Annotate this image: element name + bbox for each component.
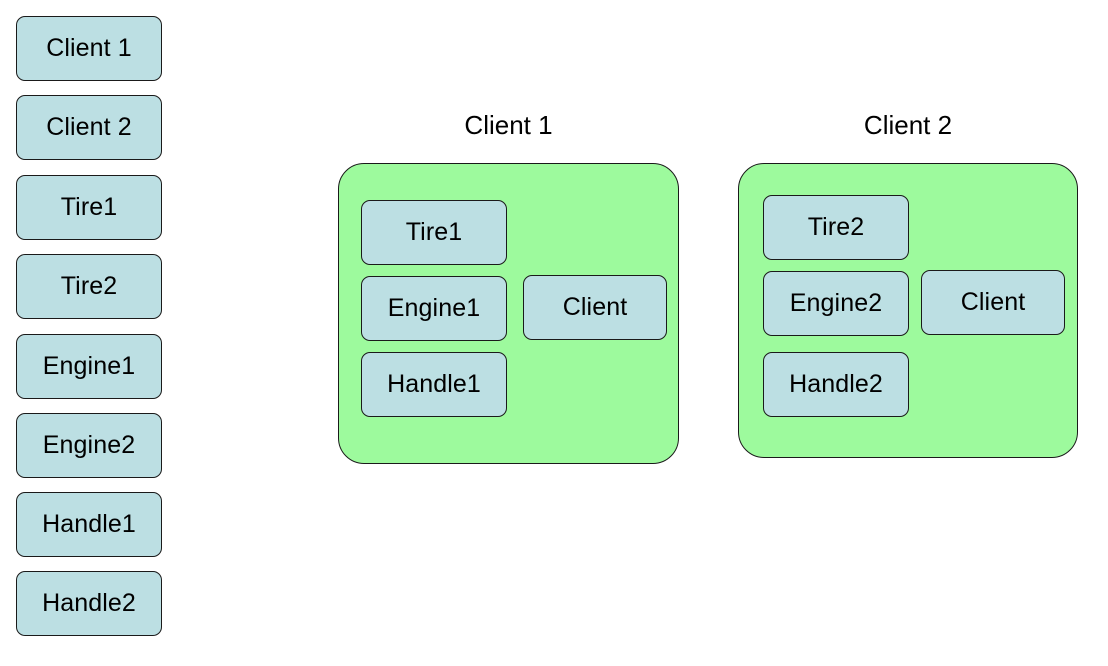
- node-label: Engine1: [387, 294, 481, 322]
- palette-item-label: Tire1: [60, 193, 118, 221]
- palette-item-engine2[interactable]: Engine2: [16, 413, 162, 478]
- palette-item-tire1[interactable]: Tire1: [16, 175, 162, 240]
- node-label: Tire2: [807, 213, 865, 241]
- group2-node-handle2[interactable]: Handle2: [763, 352, 909, 417]
- group1-node-handle1[interactable]: Handle1: [361, 352, 507, 417]
- palette-item-label: Client 1: [46, 34, 132, 62]
- palette-item-engine1[interactable]: Engine1: [16, 334, 162, 399]
- group2-node-engine2[interactable]: Engine2: [763, 271, 909, 336]
- palette-item-label: Handle1: [42, 510, 136, 538]
- group1-node-tire1[interactable]: Tire1: [361, 200, 507, 265]
- palette-item-label: Engine2: [42, 431, 136, 459]
- group-container-client-1[interactable]: Tire1 Engine1 Handle1 Client: [338, 163, 679, 464]
- group-title-client-1: Client 1: [464, 110, 553, 140]
- palette-item-label: Client 2: [46, 113, 132, 141]
- palette-item-label: Handle2: [42, 589, 136, 617]
- palette-item-client-1[interactable]: Client 1: [16, 16, 162, 81]
- palette-item-handle2[interactable]: Handle2: [16, 571, 162, 636]
- node-label: Handle2: [789, 370, 883, 398]
- component-palette: Client 1 Client 2 Tire1 Tire2 Engine1 En…: [0, 0, 180, 666]
- palette-item-tire2[interactable]: Tire2: [16, 254, 162, 319]
- palette-item-handle1[interactable]: Handle1: [16, 492, 162, 557]
- node-label: Tire1: [405, 218, 463, 246]
- node-label: Handle1: [387, 370, 481, 398]
- group1-node-engine1[interactable]: Engine1: [361, 276, 507, 341]
- palette-item-label: Engine1: [42, 352, 136, 380]
- node-label: Engine2: [789, 289, 883, 317]
- group-container-client-2[interactable]: Tire2 Engine2 Handle2 Client: [738, 163, 1078, 458]
- group-title-client-2: Client 2: [863, 110, 953, 140]
- node-label: Client: [562, 293, 628, 321]
- group1-node-client[interactable]: Client: [523, 275, 667, 340]
- palette-item-client-2[interactable]: Client 2: [16, 95, 162, 160]
- group2-node-client[interactable]: Client: [921, 270, 1065, 335]
- palette-item-label: Tire2: [60, 272, 118, 300]
- group2-node-tire2[interactable]: Tire2: [763, 195, 909, 260]
- node-label: Client: [960, 288, 1026, 316]
